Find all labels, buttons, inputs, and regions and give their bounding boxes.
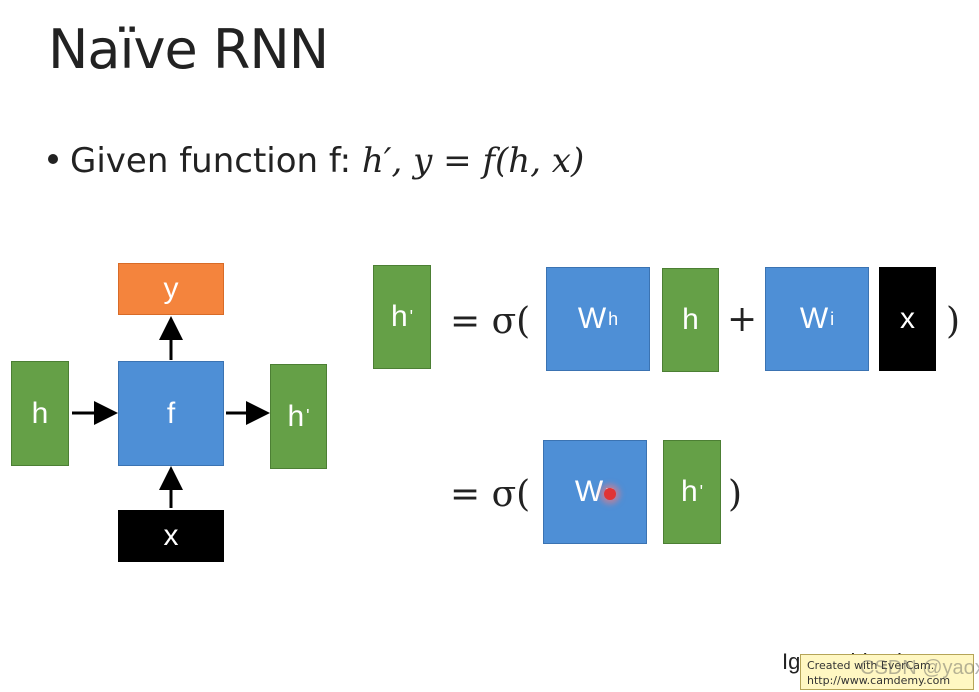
eq1-h-prime-mark: ': [409, 306, 414, 327]
watermark-line1: Created with EverCam.: [807, 659, 935, 672]
eq1-equals-sigma: = σ(: [450, 301, 530, 342]
node-x-label: x: [163, 519, 179, 552]
eq1-equals-sigma-text: = σ(: [450, 301, 531, 342]
eq1-close-paren: ): [946, 301, 960, 342]
eq1-h-prime-base: h: [390, 300, 408, 333]
eq1-wh-base: W: [577, 302, 607, 335]
eq1-x-label: x: [900, 302, 915, 335]
eq1-h-box: h: [662, 268, 719, 372]
bullet-formula: h′, y = f(h, x): [361, 141, 585, 181]
cursor-pointer-icon: [604, 488, 616, 500]
eq2-w-box: Wn: [543, 440, 647, 544]
eq1-wh-sup: h: [608, 308, 619, 329]
node-y: y: [118, 263, 224, 315]
eq2-h-prime-mark: ': [699, 481, 704, 502]
eq1-h-prime-box: h': [373, 265, 431, 369]
node-f-label: f: [166, 396, 176, 430]
node-y-label: y: [163, 272, 179, 305]
eq1-plus-text: +: [727, 299, 758, 340]
node-h-prime: h': [270, 364, 327, 469]
node-x: x: [118, 510, 224, 562]
bullet-given-function: Given function f: h′, y = f(h, x): [48, 141, 584, 181]
eq2-h-prime-box: h': [663, 440, 721, 544]
eq2-close-paren-text: ): [728, 474, 743, 515]
eq2-equals-sigma: = σ(: [450, 474, 530, 515]
node-h: h: [11, 361, 69, 466]
eq2-w-base: W: [574, 475, 604, 508]
csdn-watermark: CSDN @yaox: [860, 657, 979, 679]
eq1-wi-base: W: [799, 302, 829, 335]
eq2-close-paren: ): [728, 474, 742, 515]
evercam-watermark: Created with EverCam. http://www.camdemy…: [800, 654, 974, 690]
node-h-prime-mark: ': [306, 406, 310, 426]
watermark-line2: http://www.camdemy.com: [807, 674, 951, 687]
slide-title: Naïve RNN: [48, 18, 329, 81]
bullet-prefix: Given function f:: [70, 141, 362, 181]
node-f: f: [118, 361, 224, 466]
eq1-close-paren-text: ): [946, 301, 961, 342]
node-h-label: h: [31, 396, 49, 430]
eq1-h-label: h: [682, 303, 699, 336]
eq1-wi-sup: i: [830, 308, 835, 329]
eq2-equals-sigma-text: = σ(: [450, 474, 531, 515]
bullet-dot-icon: [48, 153, 58, 164]
eq1-plus: +: [727, 299, 757, 340]
eq2-h-prime-base: h: [680, 475, 698, 508]
eq1-x-box: x: [879, 267, 936, 371]
node-h-prime-base: h: [287, 399, 305, 433]
